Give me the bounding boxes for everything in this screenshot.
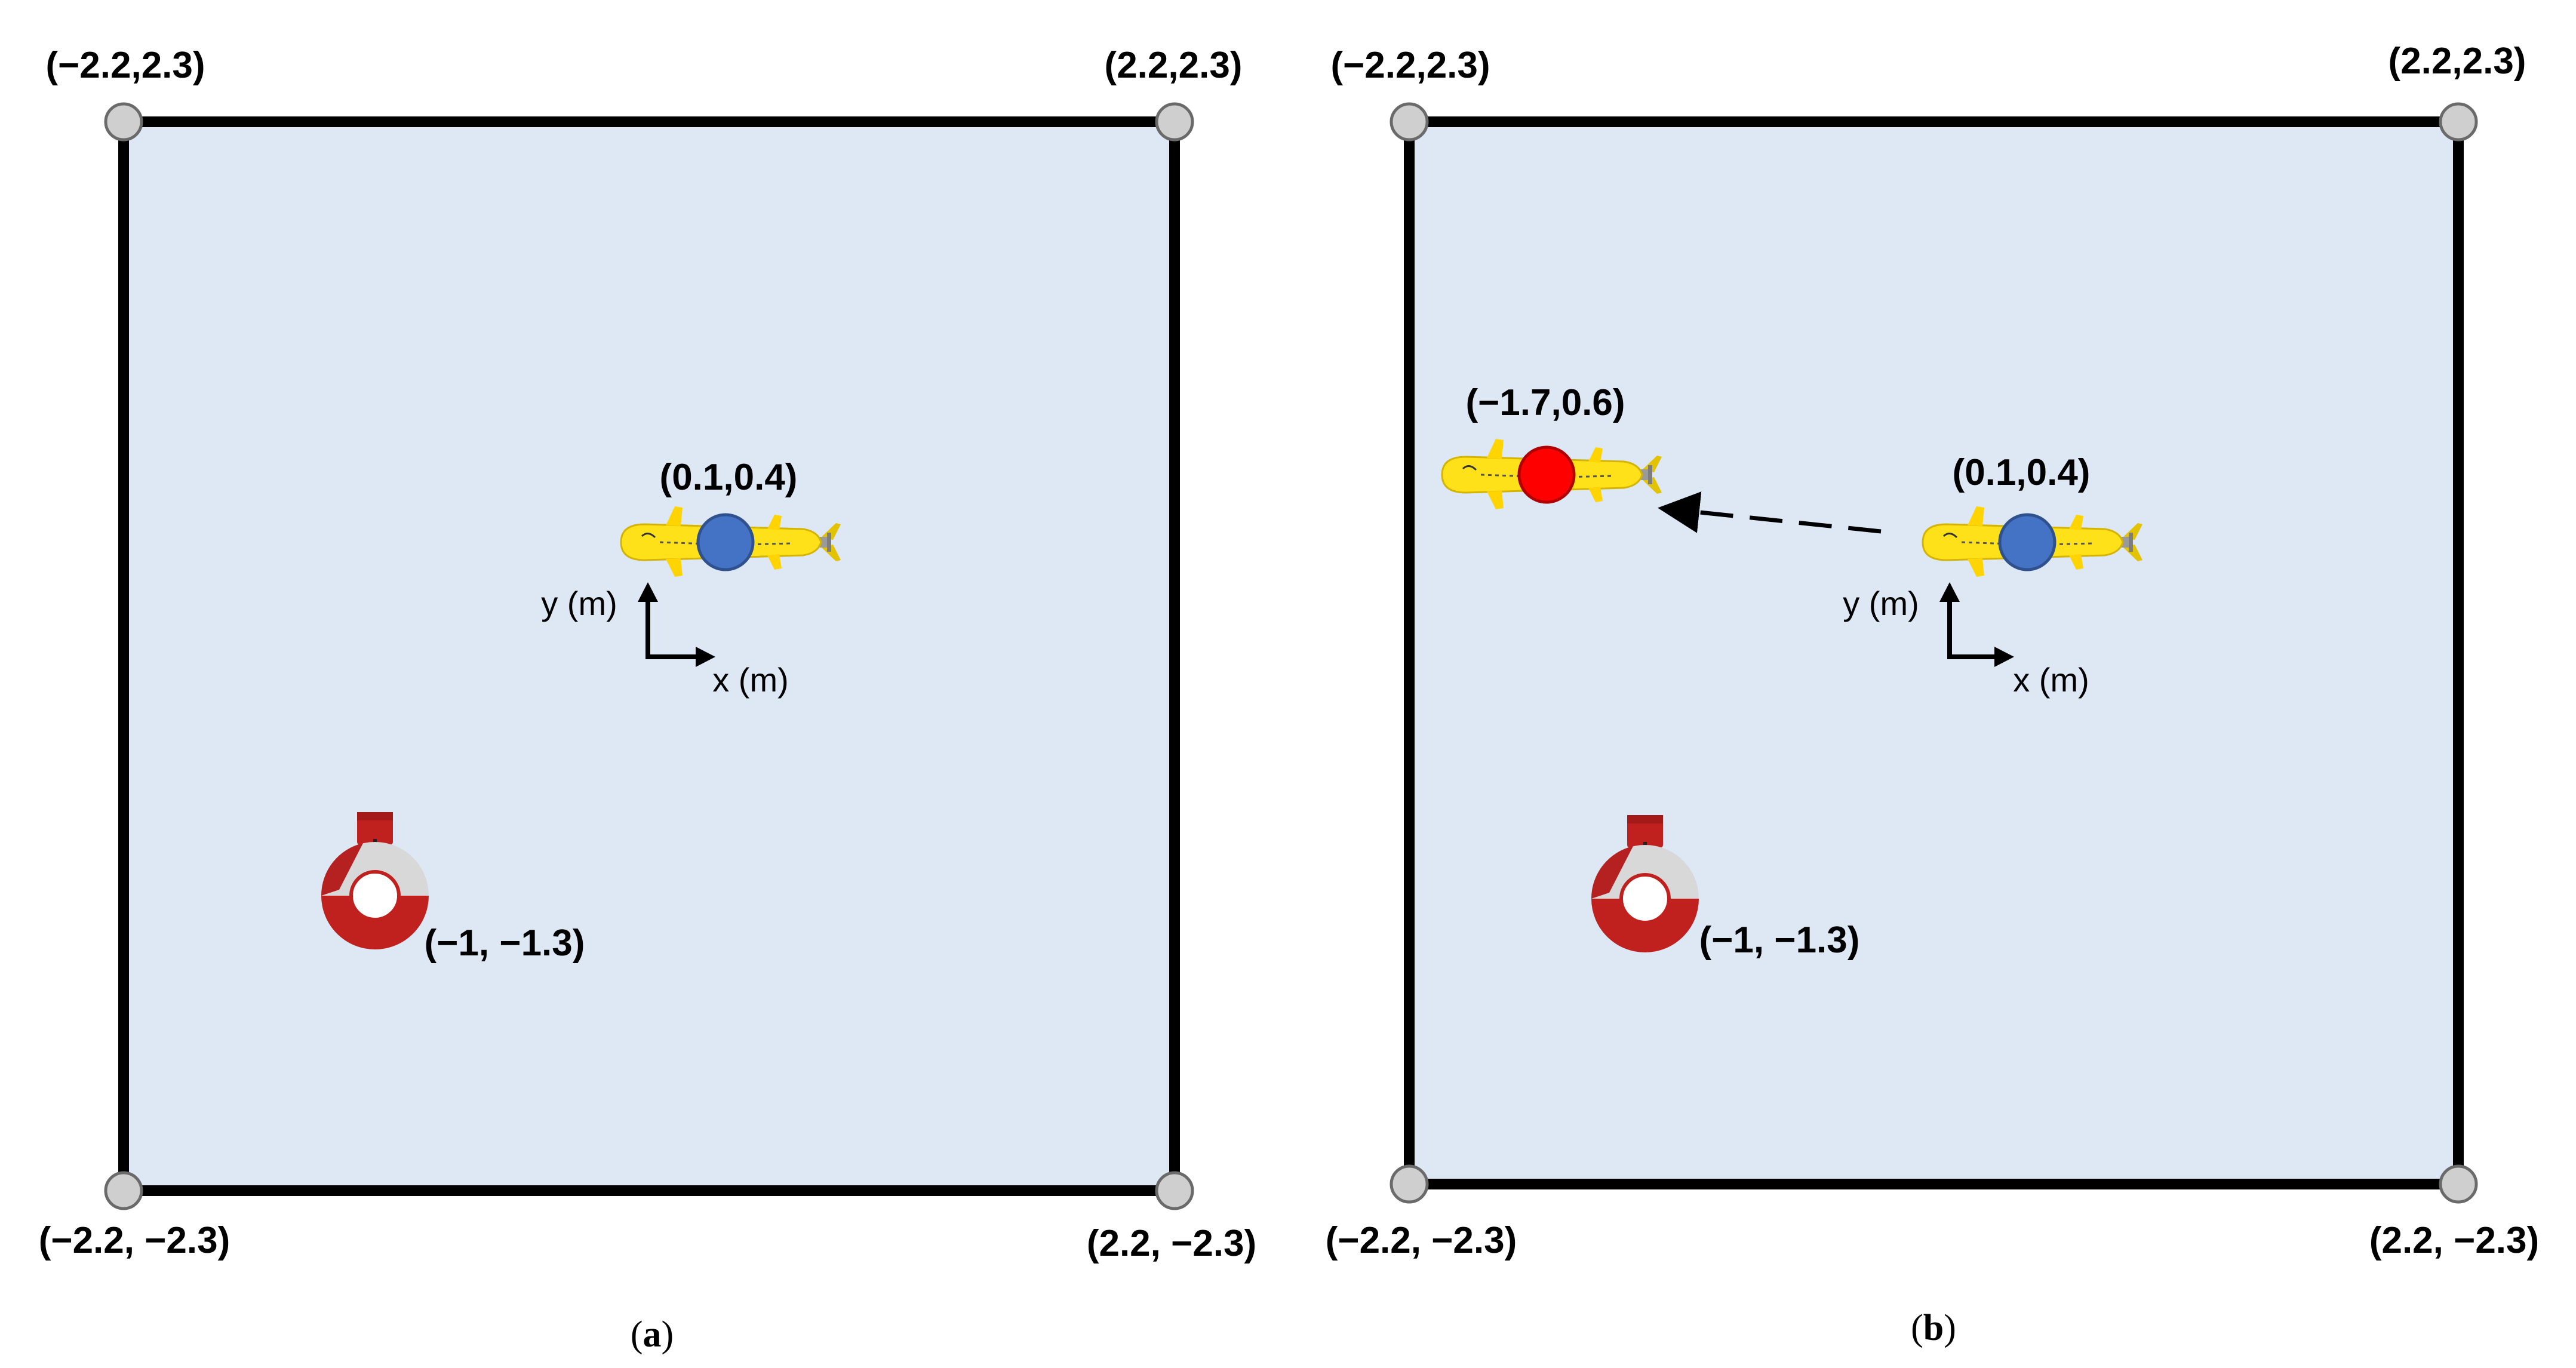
corner-label-bottom-left: (−2.2, −2.3) xyxy=(39,1220,230,1261)
corner-marker-top-right xyxy=(2439,102,2478,142)
corner-label-top-right: (2.2,2.3) xyxy=(1105,45,1243,86)
corner-marker-bottom-right xyxy=(2439,1164,2478,1204)
buoy-position-label: (−1, −1.3) xyxy=(1699,920,1860,961)
corner-label-top-right: (2.2,2.3) xyxy=(2389,41,2526,82)
panel-caption-b: (b) xyxy=(1911,1308,1956,1348)
motion-arrow xyxy=(1658,491,1882,534)
corner-marker-top-left xyxy=(1390,102,1429,142)
corner-marker-bottom-right xyxy=(1155,1171,1194,1210)
start-position-marker xyxy=(696,513,755,571)
target-position-label: (−1.7,0.6) xyxy=(1465,382,1625,423)
x-axis-label: x (m) xyxy=(712,661,789,699)
corner-label-bottom-right: (2.2, −2.3) xyxy=(2369,1220,2539,1261)
corner-marker-bottom-left xyxy=(104,1171,143,1210)
y-axis-label: y (m) xyxy=(541,585,617,622)
corner-marker-top-left xyxy=(104,102,143,142)
corner-label-bottom-right: (2.2, −2.3) xyxy=(1087,1223,1256,1264)
corner-marker-bottom-left xyxy=(1390,1164,1429,1204)
panel-b: (−2.2,2.3) (2.2,2.3) (−2.2, −2.3) (2.2, … xyxy=(1326,41,2539,1348)
buoy-position-label: (−1, −1.3) xyxy=(425,923,585,964)
panel-caption-a: (a) xyxy=(631,1314,674,1355)
corner-label-top-left: (−2.2,2.3) xyxy=(1330,45,1490,86)
x-axis-label: x (m) xyxy=(2013,661,2089,699)
tank-area xyxy=(1404,116,2464,1189)
corner-label-top-left: (−2.2,2.3) xyxy=(45,45,205,86)
target-position-marker xyxy=(1517,445,1576,504)
corner-label-bottom-left: (−2.2, −2.3) xyxy=(1326,1220,1517,1261)
start-position-label: (0.1,0.4) xyxy=(1953,452,2091,493)
corner-marker-top-right xyxy=(1155,102,1194,142)
coordinate-axes xyxy=(1939,582,2014,667)
panel-a: (−2.2,2.3) (2.2,2.3) (−2.2, −2.3) (2.2, … xyxy=(39,45,1256,1355)
y-axis-label: y (m) xyxy=(1843,585,1919,622)
start-position-marker xyxy=(1998,513,2057,571)
coordinate-axes xyxy=(638,582,715,667)
start-position-label: (0.1,0.4) xyxy=(660,457,798,498)
